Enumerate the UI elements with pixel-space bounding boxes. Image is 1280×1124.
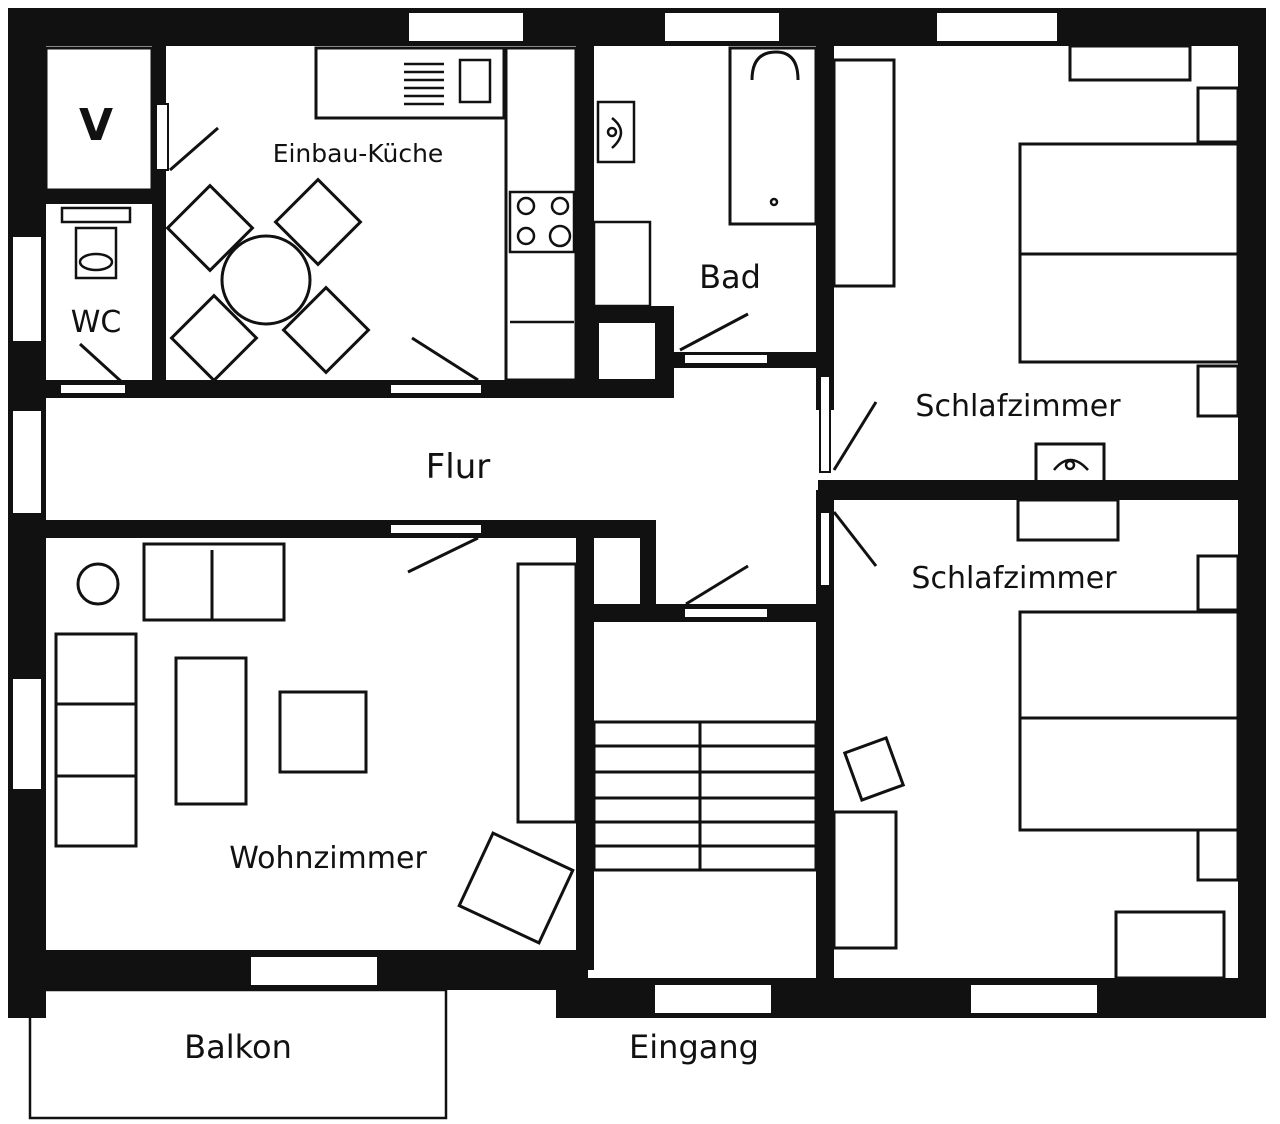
window bbox=[407, 11, 525, 43]
door-leaf bbox=[169, 126, 219, 172]
window bbox=[653, 983, 773, 1015]
door-leaf bbox=[411, 336, 479, 382]
door-opening bbox=[819, 511, 831, 587]
room-label-hall: Flur bbox=[426, 447, 491, 487]
cabinet bbox=[516, 562, 578, 824]
windows bbox=[11, 11, 1099, 1015]
door-leaf bbox=[679, 312, 749, 352]
dining-chair bbox=[165, 183, 255, 273]
outer-walls bbox=[8, 8, 1266, 1018]
living-room-furniture bbox=[54, 542, 578, 945]
window bbox=[249, 955, 379, 987]
storage-mark: V bbox=[79, 100, 113, 151]
armchair bbox=[278, 690, 368, 774]
door-opening bbox=[59, 383, 127, 395]
nightstand bbox=[1196, 364, 1240, 418]
staircase bbox=[592, 720, 818, 872]
washbasin bbox=[596, 100, 636, 164]
dining-chair bbox=[273, 177, 363, 267]
door-opening bbox=[389, 523, 483, 535]
room-label-bedroom-2: Schlafzimmer bbox=[911, 561, 1117, 596]
desk-chair bbox=[842, 736, 906, 802]
wc-fixtures bbox=[60, 206, 132, 280]
window bbox=[11, 235, 43, 343]
double-bed bbox=[1018, 610, 1240, 832]
kitchen-fixtures bbox=[165, 46, 578, 383]
window bbox=[969, 983, 1099, 1015]
door-leaf bbox=[832, 401, 878, 471]
nightstand bbox=[1196, 86, 1240, 144]
wc-cistern bbox=[60, 206, 132, 224]
room-label-kitchen: Einbau-Küche bbox=[273, 139, 444, 168]
room-label-bath: Bad bbox=[699, 258, 761, 296]
door-opening bbox=[683, 353, 769, 365]
nightstand bbox=[1196, 828, 1240, 882]
door-leaf bbox=[407, 536, 479, 574]
kitchen-counter-top bbox=[314, 46, 506, 120]
bath-fixtures bbox=[592, 46, 818, 308]
bath-cabinet bbox=[592, 220, 652, 308]
door-opening bbox=[389, 383, 483, 395]
door-leaf bbox=[832, 511, 878, 567]
shelf bbox=[1016, 498, 1120, 542]
bathtub bbox=[728, 46, 818, 226]
bedroom-2-furniture bbox=[832, 498, 1240, 980]
tv-stand bbox=[457, 831, 575, 945]
shelf bbox=[1068, 44, 1192, 82]
window bbox=[11, 409, 43, 515]
desk bbox=[832, 810, 898, 950]
door-leaf bbox=[685, 564, 749, 606]
wardrobe bbox=[832, 58, 896, 288]
nightstand bbox=[1196, 554, 1240, 612]
sofa bbox=[54, 632, 138, 848]
bedroom-1-furniture bbox=[832, 44, 1240, 484]
window bbox=[663, 11, 781, 43]
toilet-bowl bbox=[78, 252, 114, 272]
window bbox=[11, 677, 43, 791]
radiator-basin bbox=[1034, 442, 1106, 484]
window bbox=[155, 103, 169, 171]
dining-chair bbox=[169, 293, 259, 383]
shaft-cut bbox=[597, 321, 657, 381]
entrance-label: Eingang bbox=[629, 1028, 759, 1066]
stove bbox=[508, 190, 576, 254]
room-label-balcony: Balkon bbox=[184, 1028, 292, 1066]
door-opening bbox=[819, 375, 831, 473]
coffee-table bbox=[174, 656, 248, 806]
armchair-pair bbox=[142, 542, 286, 622]
dresser bbox=[1114, 910, 1226, 980]
door-leaf bbox=[78, 342, 126, 386]
tub-curve bbox=[750, 50, 800, 81]
room-label-wc: WC bbox=[71, 305, 122, 340]
window bbox=[935, 11, 1059, 43]
door-opening bbox=[683, 607, 769, 619]
plant bbox=[76, 562, 120, 606]
dining-table bbox=[220, 234, 312, 326]
storage-closet bbox=[44, 46, 154, 192]
balcony bbox=[28, 988, 448, 1120]
kitchen-sink bbox=[458, 58, 492, 104]
doors bbox=[59, 126, 878, 619]
room-label-bedroom-1: Schlafzimmer bbox=[915, 389, 1121, 424]
kitchen-counter-side bbox=[504, 46, 578, 382]
toilet bbox=[74, 226, 118, 280]
dining-chair bbox=[281, 285, 371, 375]
room-label-living: Wohnzimmer bbox=[229, 841, 427, 876]
